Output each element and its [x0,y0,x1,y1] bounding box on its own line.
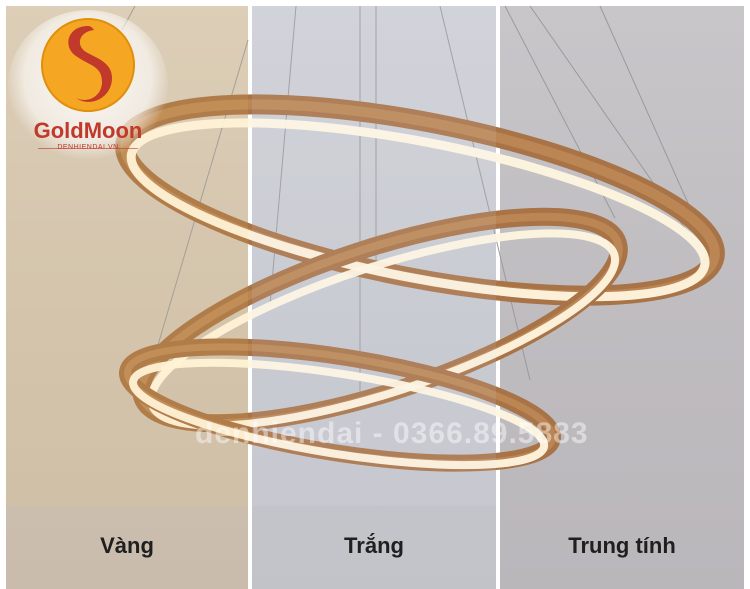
white-tint [252,6,496,506]
ring-small [119,338,561,472]
label-warm: Vàng [100,533,154,558]
brand-website: DENHIENDAI.VN [57,144,119,151]
brand-name: GoldMoon [33,118,143,143]
brand-rule [38,148,138,149]
brand-logo: GoldMoon DENHIENDAI.VN [8,10,168,160]
label-neutral: Trung tính [568,533,676,558]
label-white: Trắng [344,533,404,558]
goldmoon-emblem-icon [41,18,135,112]
watermark-text: denhiendai - 0366.89.5883 [195,417,589,450]
